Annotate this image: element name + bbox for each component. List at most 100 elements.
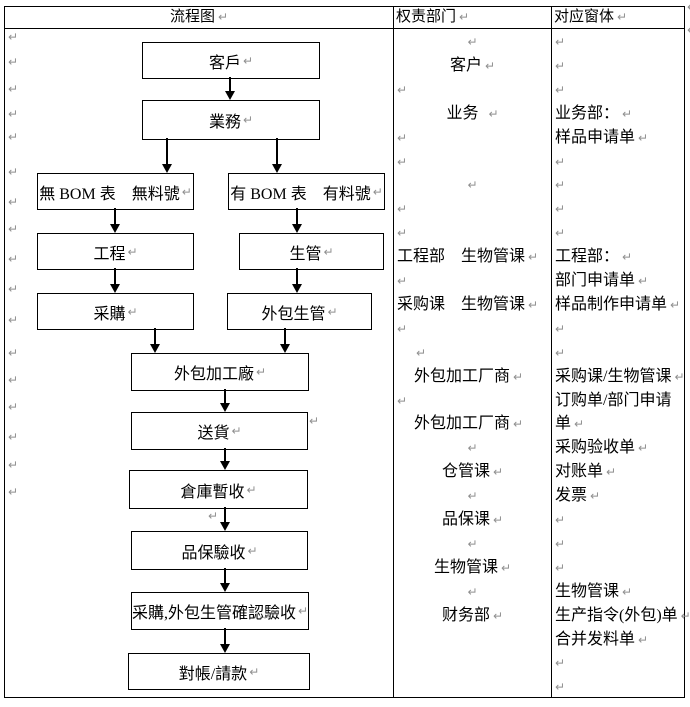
header-cell-flowchart[interactable]: 流程图↵: [5, 7, 393, 28]
paragraph-mark: ↵: [680, 609, 690, 623]
departments-line[interactable]: 外包加工厂商↵: [394, 412, 551, 436]
departments-line: [394, 628, 551, 652]
departments-line: [394, 651, 551, 675]
flow-node-warehouse-receipt[interactable]: 倉庫暫收↵: [129, 470, 308, 509]
paragraph-mark: ↵: [467, 178, 478, 192]
paragraph-mark: ↵: [492, 513, 504, 527]
departments-line: ↵: [394, 317, 551, 341]
flow-node-outsourcing-pc[interactable]: 外包生管↵: [227, 293, 372, 330]
flow-node-label: 生管: [289, 245, 322, 263]
flow-node-no-bom[interactable]: 無 BOM 表 無料號↵: [37, 173, 194, 210]
forms-line[interactable]: 样品制作申请单↵: [552, 293, 684, 317]
header-cell-forms[interactable]: 对应窗体↵: [554, 7, 684, 28]
departments-line[interactable]: 外包加工厂商↵: [394, 365, 551, 389]
forms-line[interactable]: 订购单/部门申请: [552, 389, 684, 413]
flow-arrow-line: [154, 328, 156, 345]
paragraph-mark: ↵: [574, 417, 585, 431]
flow-node-outsourced-factory[interactable]: 外包加工廠↵: [131, 353, 309, 391]
forms-text: 采购课/生物管课: [555, 368, 672, 385]
table-outline-border: [4, 6, 685, 698]
flow-node-purchasing[interactable]: 采購↵: [37, 293, 194, 330]
flow-node-label: 采購,外包生管確認驗收: [131, 605, 296, 622]
paragraph-mark: ↵: [127, 304, 138, 319]
forms-line: ↵: [552, 197, 684, 221]
flow-arrow-head-icon: [220, 403, 230, 412]
flow-arrow-head-icon: [220, 522, 230, 531]
paragraph-mark: ↵: [397, 322, 408, 336]
flow-node-label: 外包生管: [261, 305, 326, 323]
forms-line[interactable]: 业务部：↵: [552, 102, 684, 126]
forms-line: ↵: [552, 341, 684, 365]
flow-node-sales[interactable]: 業務↵: [142, 100, 320, 140]
paragraph-mark: ↵: [416, 346, 427, 360]
paragraph-mark: ↵: [397, 202, 408, 216]
paragraph-mark: ↵: [8, 30, 19, 44]
table-column-divider-1: [393, 7, 394, 697]
flow-node-customer[interactable]: 客戶↵: [142, 42, 320, 79]
departments-line[interactable]: 客户↵: [394, 54, 551, 78]
departments-line[interactable]: 工程部 生物管课↵: [394, 245, 551, 269]
paragraph-mark: ↵: [528, 250, 539, 264]
forms-line[interactable]: 生产指令(外包)单↵: [552, 604, 690, 628]
forms-line[interactable]: 合并发料单↵: [552, 628, 684, 652]
paragraph-mark: ↵: [555, 656, 566, 670]
paragraph-mark: ↵: [622, 107, 633, 121]
flow-arrow-head-icon: [225, 91, 235, 100]
departments-line[interactable]: 采购课 生物管课↵: [394, 293, 551, 317]
forms-line[interactable]: 采购验收单↵: [552, 436, 684, 460]
forms-line[interactable]: 样品申请单↵: [552, 126, 684, 150]
forms-line[interactable]: 采购课/生物管课↵: [552, 365, 685, 389]
paragraph-mark: ↵: [555, 561, 566, 575]
departments-line: ↵: [394, 269, 551, 293]
forms-text: 订购单/部门申请: [555, 392, 672, 409]
departments-text: 采购课 生物管课: [397, 296, 526, 313]
departments-line[interactable]: 生物管课↵: [394, 556, 551, 580]
departments-text: 业务: [446, 105, 479, 122]
paragraph-mark: ↵: [231, 424, 242, 438]
flow-node-label: 工程: [93, 245, 126, 263]
flow-node-label: 倉庫暫收: [180, 483, 245, 501]
paragraph-mark: ↵: [247, 543, 258, 558]
flow-arrow-head-icon: [220, 583, 230, 592]
forms-line[interactable]: 对账单↵: [552, 460, 684, 484]
header-departments-label: 权责部门: [396, 9, 457, 25]
paragraph-mark: ↵: [8, 252, 19, 266]
flow-arrow-head-icon: [162, 164, 172, 173]
departments-line[interactable]: 业务↵: [394, 102, 551, 126]
paragraph-mark: ↵: [555, 226, 566, 240]
departments-line: ↵: [394, 78, 551, 102]
forms-line[interactable]: 发票↵: [552, 484, 684, 508]
paragraph-mark: ↵: [459, 10, 470, 24]
paragraph-mark: ↵: [242, 113, 254, 127]
forms-line[interactable]: 生物管课↵: [552, 580, 684, 604]
flow-arrow-head-icon: [110, 224, 120, 233]
paragraph-mark: ↵: [8, 107, 19, 121]
paragraph-mark: ↵: [8, 458, 19, 472]
flow-node-has-bom[interactable]: 有 BOM 表 有料號↵: [228, 173, 385, 210]
flow-node-label: 對帳/請款: [178, 665, 248, 683]
departments-text: 仓管课: [441, 463, 490, 480]
paragraph-mark: ↵: [8, 282, 19, 296]
forms-line[interactable]: 工程部：↵: [552, 245, 684, 269]
departments-line[interactable]: 财务部↵: [394, 604, 551, 628]
paragraph-mark: ↵: [622, 585, 633, 599]
flow-node-engineering[interactable]: 工程↵: [37, 233, 194, 270]
paragraph-mark: ↵: [467, 489, 478, 503]
forms-line[interactable]: 部门申请单↵: [552, 269, 684, 293]
table-header-divider: [5, 28, 684, 29]
flow-arrow-line: [224, 448, 226, 462]
flow-node-label: 有 BOM 表 有料號: [230, 185, 371, 203]
flow-node-production-control[interactable]: 生管↵: [239, 233, 384, 270]
forms-text: 样品制作申请单: [555, 296, 668, 313]
departments-text: 生物管课: [433, 559, 498, 576]
departments-line[interactable]: 仓管课↵: [394, 460, 551, 484]
forms-line[interactable]: 单↵: [552, 412, 684, 436]
flow-arrow-head-icon: [292, 284, 302, 293]
header-cell-departments[interactable]: 权责部门↵: [396, 7, 550, 28]
flow-node-delivery[interactable]: 送貨↵: [131, 412, 308, 450]
flow-node-confirm-inspection[interactable]: 采購,外包生管確認驗收↵: [131, 592, 309, 630]
departments-line[interactable]: 品保课↵: [394, 508, 551, 532]
flow-node-qa-inspection[interactable]: 品保驗收↵: [131, 531, 308, 570]
forms-line: ↵: [552, 532, 684, 556]
flow-node-billing[interactable]: 對帳/請款↵: [128, 653, 310, 690]
